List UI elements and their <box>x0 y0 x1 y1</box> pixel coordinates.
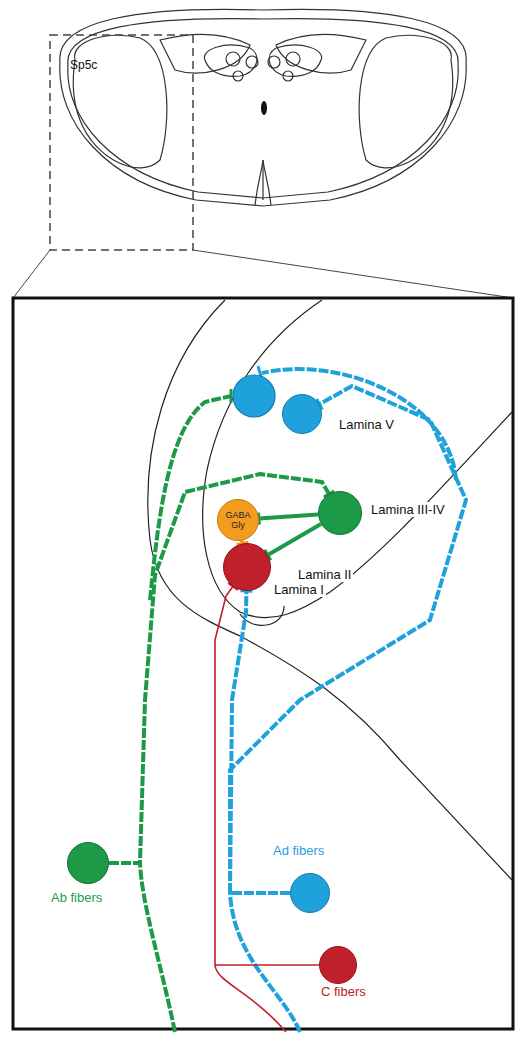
neuron: Lamina I <box>223 543 271 591</box>
neuron: Lamina III-IV <box>318 491 362 535</box>
zoom-line <box>193 250 513 298</box>
fiber-connector <box>265 524 321 560</box>
fiber-branch <box>140 366 456 1032</box>
region-label: Lamina II <box>296 567 353 582</box>
lamina-boundary <box>148 300 512 880</box>
brainstem-section <box>60 9 466 206</box>
fiber-connector <box>109 474 334 863</box>
interneuron: GABA Gly <box>217 499 259 541</box>
zoom-panel <box>13 298 513 1029</box>
node-text: GABA Gly <box>221 510 255 530</box>
fiber-connector <box>259 513 319 525</box>
neuron <box>233 375 275 417</box>
fiber-cell: Ad fibers <box>290 873 330 913</box>
fiber-cell: C fibers <box>319 946 357 984</box>
fiber-connector <box>230 386 466 893</box>
node-label: Lamina V <box>337 417 396 432</box>
region-label: Sp5c <box>68 58 99 73</box>
node-label: Lamina III-IV <box>369 502 447 517</box>
node-label: C fibers <box>319 984 368 999</box>
zoom-box <box>50 35 193 250</box>
node-label: Ad fibers <box>271 843 326 858</box>
fiber-cell: Ab fibers <box>67 842 109 884</box>
neuron: Lamina V <box>282 394 322 434</box>
node-label: Ab fibers <box>49 890 104 905</box>
zoom-line <box>13 250 50 298</box>
node-label: Lamina I <box>272 582 326 597</box>
